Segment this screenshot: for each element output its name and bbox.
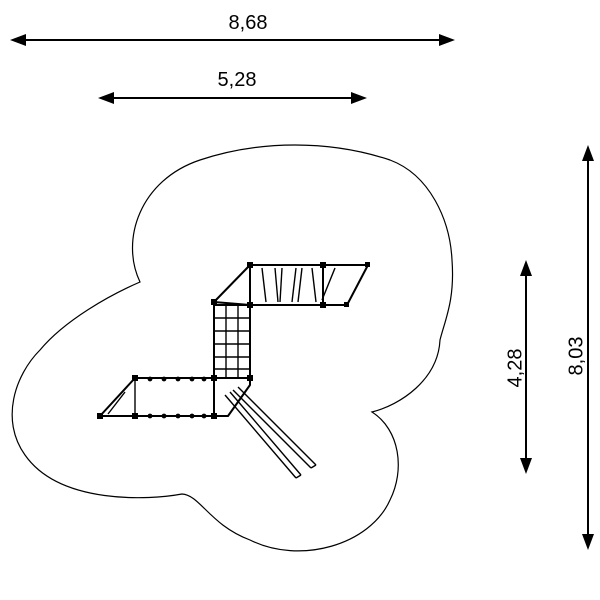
dimension-label-total-width: 8,68 (229, 12, 268, 34)
lower-walkway (97, 375, 215, 419)
dimension-structure-depth: 4,28 (504, 260, 532, 474)
dimension-total-depth: 8,03 (565, 145, 594, 550)
dimension-label-structure-width: 5,28 (218, 69, 257, 91)
safety-zone-outline (11, 144, 454, 552)
dimension-label-structure-depth: 4,28 (504, 349, 526, 388)
slide (224, 386, 317, 479)
corner-platform (211, 262, 253, 308)
dimension-structure-width: 5,28 (98, 69, 367, 104)
upper-platform (320, 262, 370, 308)
climbing-net (213, 304, 251, 379)
dimension-label-total-depth: 8,03 (565, 337, 587, 376)
bridge (250, 264, 323, 306)
dimension-total-width: 8,68 (10, 12, 455, 46)
